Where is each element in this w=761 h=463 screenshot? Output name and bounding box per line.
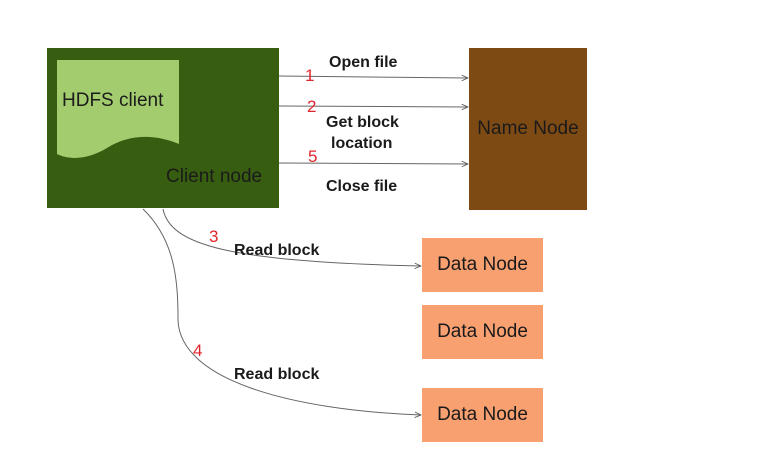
edge-read-block-2 (142, 208, 421, 415)
name-node-label: Name Node (477, 118, 579, 139)
edge-label-get-block: Get block (326, 114, 399, 131)
data-node-box-3: Data Node (422, 388, 543, 442)
data-node-box-2: Data Node (422, 305, 543, 359)
data-node-box-1: Data Node (422, 238, 543, 292)
edge-label-location: location (331, 135, 393, 152)
hdfs-client-document-shape (57, 60, 179, 158)
data-node-label-2: Data Node (437, 321, 528, 342)
data-node-label-3: Data Node (437, 404, 528, 425)
step-number-5: 5 (308, 147, 318, 166)
step-number-4: 4 (193, 341, 203, 360)
hdfs-client-label: HDFS client (62, 90, 164, 111)
edge-close-file (278, 163, 468, 164)
step-number-2: 2 (307, 97, 317, 116)
name-node-box: Name Node (469, 48, 587, 210)
data-node-label-1: Data Node (437, 254, 528, 275)
edge-label-read-block-2: Read block (234, 366, 320, 383)
edge-open-file (278, 76, 468, 78)
edge-get-block-location (278, 106, 468, 107)
edge-read-block-1 (162, 208, 421, 266)
edge-label-open-file: Open file (329, 54, 398, 71)
step-number-1: 1 (305, 66, 315, 85)
step-number-3: 3 (209, 227, 219, 246)
edge-label-close-file: Close file (326, 178, 398, 195)
client-node-label: Client node (166, 166, 263, 187)
edge-label-read-block-1: Read block (234, 242, 320, 259)
